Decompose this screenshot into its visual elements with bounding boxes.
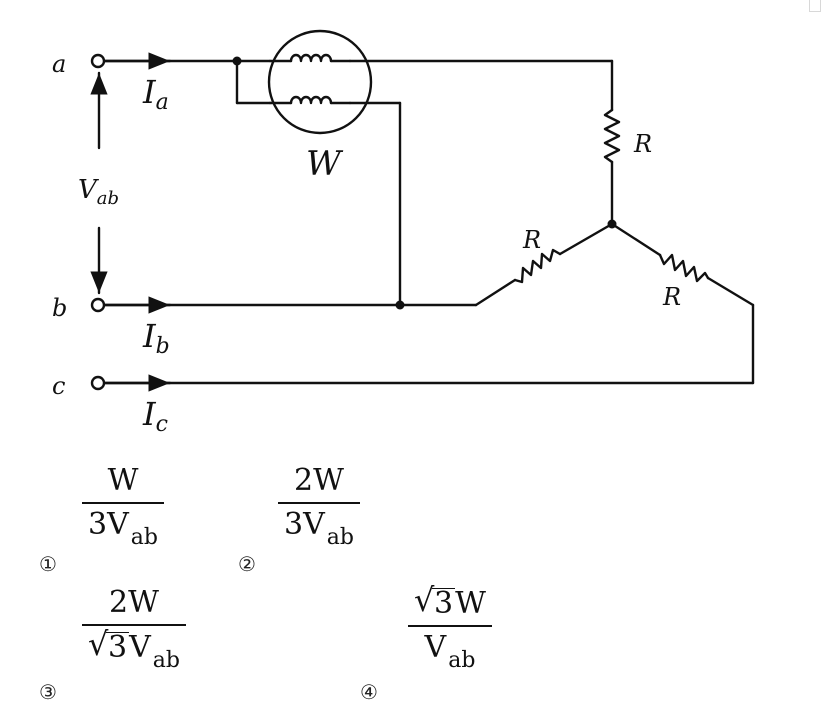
numerator-1: W (107, 463, 139, 498)
junction-dot-star (607, 219, 617, 229)
terminal-label-a: a (52, 50, 66, 78)
denominator-4: Vab (424, 629, 476, 673)
fraction-2: 2W 3Vab (278, 463, 360, 550)
resistor-r1 (603, 108, 621, 164)
resistor-r3 (658, 253, 710, 283)
radical-sign: √ (88, 624, 109, 663)
resistor-label-r1: R (633, 130, 652, 158)
choice-number-3: ③ (39, 680, 57, 704)
terminal-label-b: b (52, 294, 67, 322)
current-label-a: Ia (142, 73, 169, 115)
wattmeter-circle (267, 29, 373, 135)
terminal-c (90, 375, 106, 391)
current-label-c: Ic (142, 395, 168, 437)
choice-number-1: ① (39, 552, 57, 576)
denominator-3: √3Vab (88, 624, 180, 673)
numerator-4: √3W (414, 581, 486, 621)
terminal-b (90, 297, 106, 313)
denominator-1: 3Vab (88, 506, 158, 550)
wire-r3-out (706, 276, 755, 307)
junction-dot-b (395, 300, 405, 310)
choice-number-2: ② (238, 552, 256, 576)
current-coil (289, 53, 333, 63)
numerator-3: 2W (109, 585, 159, 620)
corner-frame (809, 0, 821, 12)
fraction-bar-4 (408, 625, 492, 627)
choice-number-4: ④ (360, 680, 378, 704)
fraction-3: 2W √3Vab (82, 585, 186, 673)
wire-star-to-r3 (610, 222, 662, 257)
radical-sign: √ (414, 581, 435, 619)
wire-b-to-r2 (474, 278, 517, 307)
numerator-2: 2W (294, 463, 344, 498)
wattmeter-label: W (306, 144, 344, 184)
terminal-label-c: c (52, 372, 65, 400)
resistor-label-r3: R (662, 283, 681, 311)
wire-r2-to-star (558, 222, 614, 256)
radical-4: √3 (414, 581, 456, 621)
resistor-label-r2: R (522, 226, 541, 254)
denominator-2: 3Vab (284, 506, 354, 550)
current-label-b: Ib (142, 317, 170, 359)
fraction-bar-2 (278, 502, 360, 504)
terminal-a (90, 53, 106, 69)
junction-dot-a (232, 56, 242, 66)
fraction-1: W 3Vab (82, 463, 164, 550)
radical-3: √3 (88, 624, 130, 665)
resistor-r2 (513, 248, 562, 284)
fraction-4: √3W Vab (408, 581, 492, 673)
three-phase-circuit-diagram: a b c Ia Ib Ic Vab W R R R (52, 29, 755, 437)
voltage-label-vab: Vab (78, 175, 119, 209)
fraction-bar-3 (82, 624, 186, 626)
fraction-bar-1 (82, 502, 164, 504)
voltage-coil (289, 95, 333, 105)
